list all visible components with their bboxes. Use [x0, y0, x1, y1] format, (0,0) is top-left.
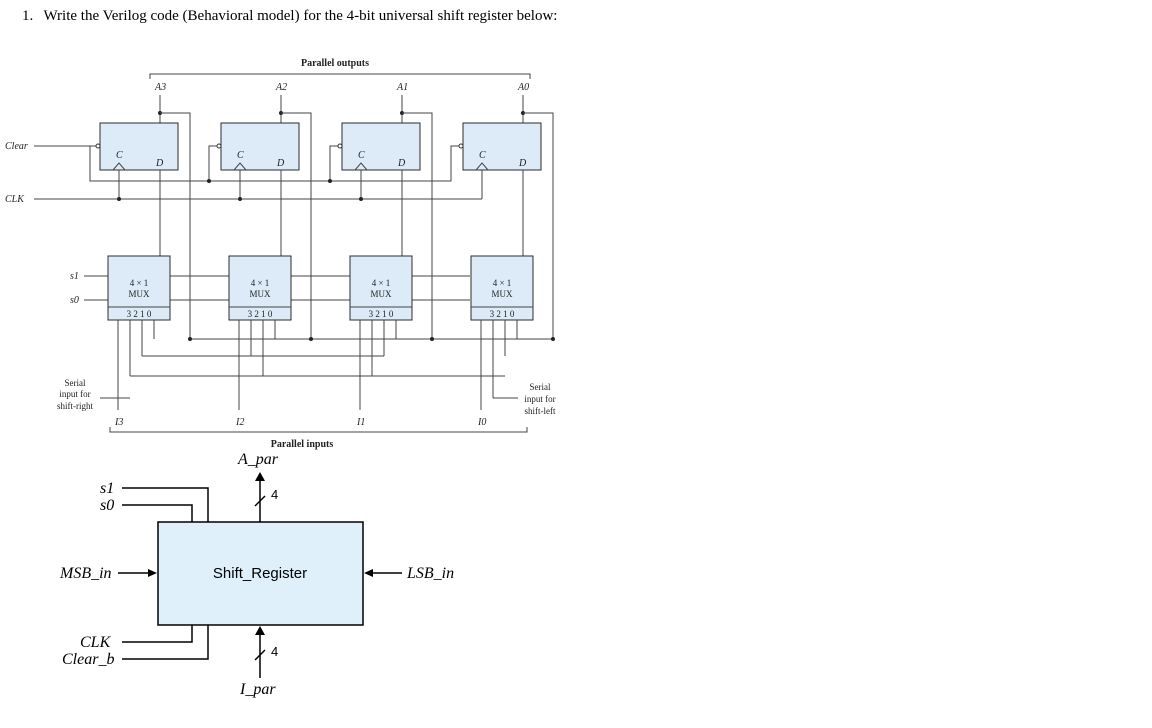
shift-register-block: [157, 521, 364, 626]
clear-label: Clear: [5, 141, 28, 152]
mux-0-size: 4 × 1: [493, 278, 512, 288]
shift-register-title: Shift_Register: [213, 565, 307, 582]
question-text: 1. Write the Verilog code (Behavioral mo…: [22, 8, 557, 25]
output-a1-label: A1: [396, 82, 408, 93]
i-par-width: 4: [271, 644, 278, 659]
ff-a2-d-label: D: [276, 158, 285, 169]
flip-flop-a1: C D: [341, 122, 421, 171]
mux-0-name: MUX: [491, 289, 513, 299]
ff-a0-c-label: C: [479, 150, 486, 161]
mux-2-size: 4 × 1: [251, 278, 270, 288]
msb-in-label: MSB_in: [59, 565, 112, 582]
mux-2: 4 × 1 MUX 3 2 1 0: [228, 255, 292, 321]
clear-b-input-label: Clear_b: [62, 651, 114, 668]
msb-in-arrow-icon: [148, 569, 157, 577]
ff-a1-c-label: C: [358, 150, 365, 161]
parallel-outputs-label: Parallel outputs: [301, 58, 369, 69]
ff-a3-c-label: C: [116, 150, 123, 161]
clk-label: CLK: [5, 194, 25, 205]
lsb-in-label: LSB_in: [406, 565, 454, 582]
ff-a2-c-label: C: [237, 150, 244, 161]
outputs-brace: [149, 73, 531, 79]
flip-flop-a2: C D: [220, 122, 300, 171]
lsb-in-arrow-icon: [364, 569, 373, 577]
mux-1-size: 4 × 1: [372, 278, 391, 288]
schematic: Parallel outputs A3 A2 A1 A0 C D C: [5, 58, 556, 450]
mux-0: 4 × 1 MUX 3 2 1 0: [470, 255, 534, 321]
question-number: 1.: [22, 8, 34, 24]
serial-left-line1: Serial: [530, 382, 551, 392]
input-i2-label: I2: [235, 417, 244, 428]
ff-a0-d-label: D: [518, 158, 527, 169]
serial-left-line3: shift-left: [525, 406, 556, 416]
input-i3-label: I3: [114, 417, 123, 428]
mux-2-name: MUX: [249, 289, 271, 299]
input-i0-label: I0: [477, 417, 486, 428]
a-par-label: A_par: [237, 451, 279, 468]
flip-flop-a0: C D: [462, 122, 542, 171]
clk-input-label: CLK: [80, 634, 112, 651]
output-a2-label: A2: [275, 82, 287, 93]
a-par-width: 4: [271, 487, 278, 502]
output-a3-label: A3: [154, 82, 166, 93]
ff-a1-d-label: D: [397, 158, 406, 169]
i-par-label: I_par: [239, 681, 276, 698]
output-a0-label: A0: [517, 82, 529, 93]
a-par-arrow-icon: [255, 472, 265, 481]
i-par-arrow-icon: [255, 626, 265, 635]
serial-right-line3: shift-right: [57, 401, 93, 411]
mux-3-inputs: 3 2 1 0: [127, 309, 152, 319]
mux-0-inputs: 3 2 1 0: [490, 309, 515, 319]
parallel-inputs-label: Parallel inputs: [271, 439, 334, 450]
mux-3-name: MUX: [128, 289, 150, 299]
mux-3-size: 4 × 1: [130, 278, 149, 288]
mux-3: 4 × 1 MUX 3 2 1 0: [107, 255, 171, 321]
mux-1-name: MUX: [370, 289, 392, 299]
ff-a3-d-label: D: [155, 158, 164, 169]
mux-1-inputs: 3 2 1 0: [369, 309, 394, 319]
mux-2-inputs: 3 2 1 0: [248, 309, 273, 319]
serial-left-line2: input for: [524, 394, 555, 404]
input-i1-label: I1: [356, 417, 365, 428]
mux-1: 4 × 1 MUX 3 2 1 0: [349, 255, 413, 321]
s1-input-label: s1: [100, 480, 114, 497]
s0-input-label: s0: [100, 497, 114, 514]
question-body: Write the Verilog code (Behavioral model…: [43, 8, 558, 24]
inputs-brace: [109, 427, 528, 433]
serial-right-line2: input for: [59, 389, 90, 399]
s0-label: s0: [70, 295, 79, 306]
flip-flop-a3: C D: [99, 122, 179, 171]
serial-right-line1: Serial: [65, 378, 86, 388]
s1-label: s1: [70, 271, 79, 282]
block-diagram: Shift_Register A_par 4 s1 s0 MSB_in LSB_…: [59, 451, 454, 698]
